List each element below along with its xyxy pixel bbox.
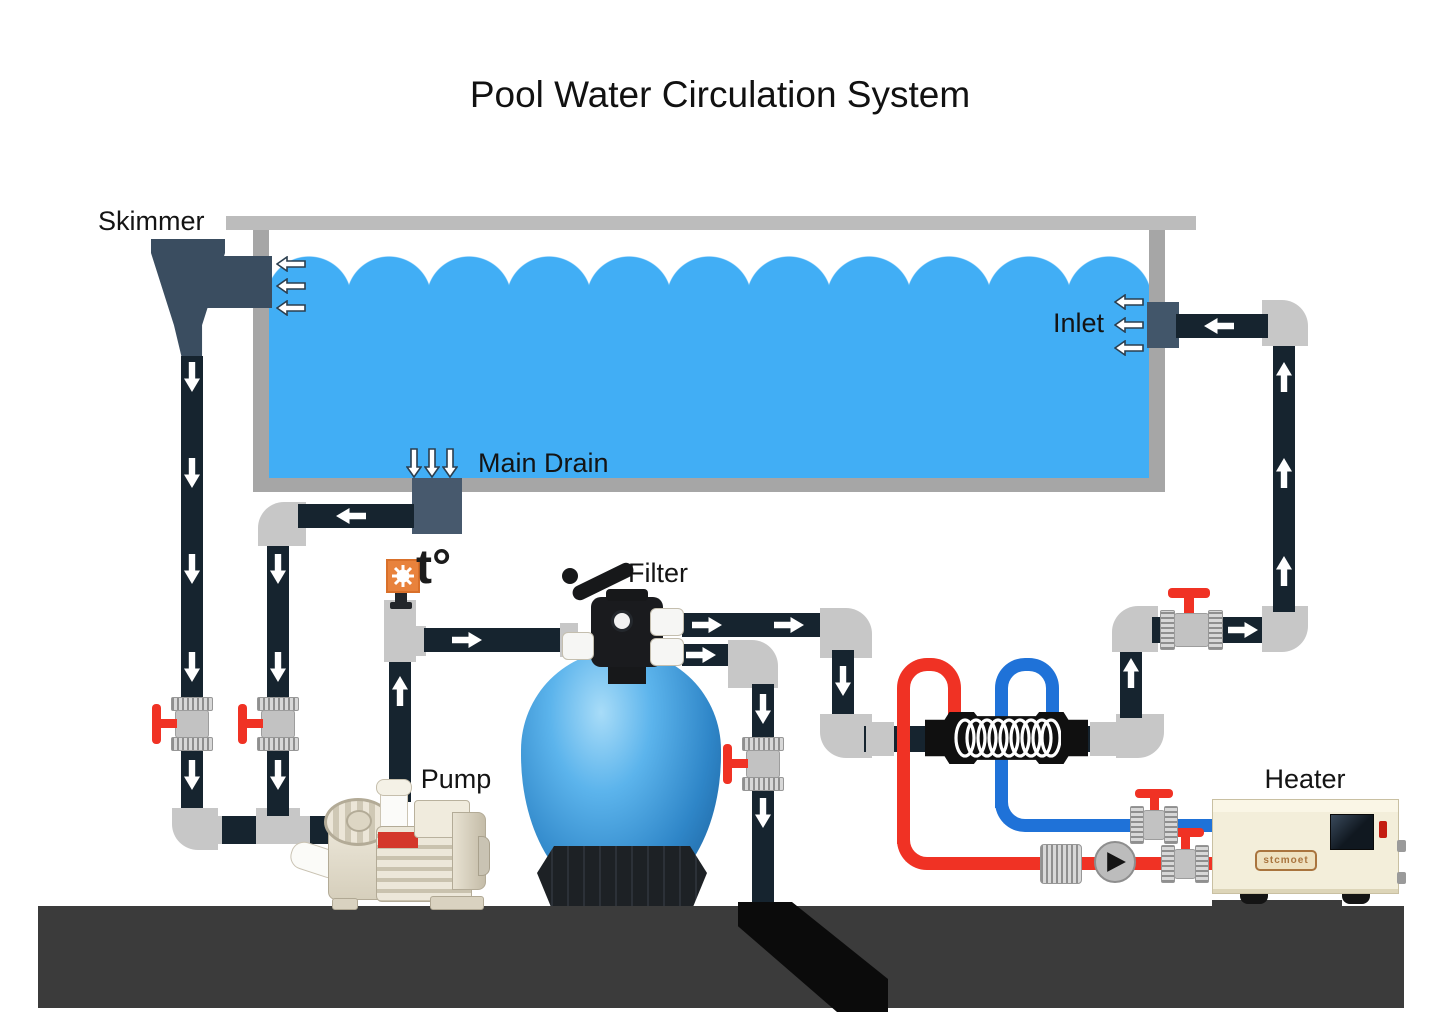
suction-arrow-left: [276, 278, 306, 294]
heater-plinth: [1212, 900, 1342, 908]
pool-floor: [253, 478, 1165, 492]
heater-side-knob: [1397, 872, 1406, 884]
inlet-label: Inlet: [1052, 308, 1104, 338]
valve-handle: [238, 704, 247, 744]
sun-icon: [392, 565, 414, 587]
filter-valve-handle-knob: [562, 568, 578, 584]
pump-label-plate: [378, 832, 418, 848]
drain-arrow-down: [424, 448, 440, 478]
pool-water-surface: [269, 252, 1149, 296]
pipe-elbow: [820, 714, 872, 758]
sensor-tee: [384, 600, 416, 662]
pump-label: Pump: [420, 764, 492, 794]
valve-handle-stem: [1150, 796, 1159, 811]
skimmer-rim: [151, 239, 225, 253]
exchanger-coil: [954, 718, 1061, 758]
suction-arrow-left: [276, 256, 306, 272]
valve-handle-stem: [1181, 835, 1190, 850]
heater-label: Heater: [1264, 764, 1346, 794]
pressure-gauge: [611, 610, 633, 632]
pipe-elbow: [1116, 714, 1164, 758]
valve-handle: [152, 704, 161, 744]
filter-union-right-top: [650, 608, 684, 636]
pipe-coupler: [866, 722, 894, 756]
heater-side-knob: [1397, 840, 1406, 852]
inlet-fitting: [1147, 302, 1179, 348]
pipe-to-filter: [424, 628, 564, 652]
valve-handle: [723, 744, 732, 784]
temperature-label: t°: [416, 541, 452, 594]
sensor-tee-branch: [412, 626, 426, 656]
heater-display: [1330, 814, 1374, 850]
sensor-stalk: [395, 590, 407, 604]
pipe-elbow: [1262, 300, 1308, 346]
suction-arrow-left: [276, 300, 306, 316]
pipe-coupler: [1090, 722, 1118, 756]
pump-top-collar: [376, 779, 412, 796]
skimmer-throat: [202, 256, 272, 308]
pool-deck: [226, 216, 1196, 230]
main-drain-box: [412, 478, 462, 534]
drain-arrow-down: [406, 448, 422, 478]
valve-handle: [1135, 789, 1173, 798]
pipe-elbow: [1262, 606, 1308, 652]
inlet-arrow-left: [1114, 317, 1144, 333]
filter-union-left: [562, 632, 594, 660]
manifold-segment: [222, 816, 256, 844]
heater-power-button: [1379, 821, 1387, 838]
circulation-pump-icon: [1094, 841, 1136, 883]
pump-lid-center: [346, 810, 372, 832]
pipe-elbow: [1112, 606, 1158, 652]
filter-union-right-bottom: [650, 638, 684, 666]
ground: [38, 906, 1404, 1008]
valve-handle: [1168, 588, 1210, 598]
hot-leg-down: [897, 714, 910, 844]
hot-line-union: [1040, 844, 1082, 884]
pump-motor-cap: [478, 836, 490, 876]
inlet-arrow-left: [1114, 294, 1144, 310]
pump-foot: [332, 898, 358, 910]
pump-foot: [430, 896, 484, 910]
pipe-elbow: [820, 608, 872, 658]
heater-brand-label: stcmoet: [1263, 855, 1309, 866]
valve-handle-stem: [159, 719, 177, 728]
valve-handle: [1166, 828, 1204, 837]
cold-loop: [995, 658, 1059, 718]
valve-handle-stem: [245, 719, 263, 728]
pool-wall-right: [1149, 230, 1165, 492]
inlet-arrow-left: [1114, 340, 1144, 356]
valve-handle-stem: [1184, 596, 1194, 614]
pipe-elbow: [172, 808, 218, 850]
hot-loop: [897, 658, 961, 718]
filter-label: Filter: [628, 558, 688, 588]
diagram-title: Pool Water Circulation System: [469, 74, 971, 115]
pump-discharge-pipe: [389, 656, 411, 802]
filter-valve-cap: [606, 589, 648, 601]
pool-water: [269, 290, 1149, 478]
valve-handle-stem: [730, 759, 748, 768]
filter-base: [537, 846, 707, 906]
main-drain-label: Main Drain: [478, 448, 609, 478]
sensor-base: [390, 602, 412, 609]
pipe-elbow: [728, 640, 778, 688]
temperature-sensor-icon: [386, 559, 420, 593]
heater-brand-plate: stcmoet: [1255, 850, 1317, 871]
skimmer-label: Skimmer: [98, 206, 205, 236]
drain-arrow-down: [442, 448, 458, 478]
